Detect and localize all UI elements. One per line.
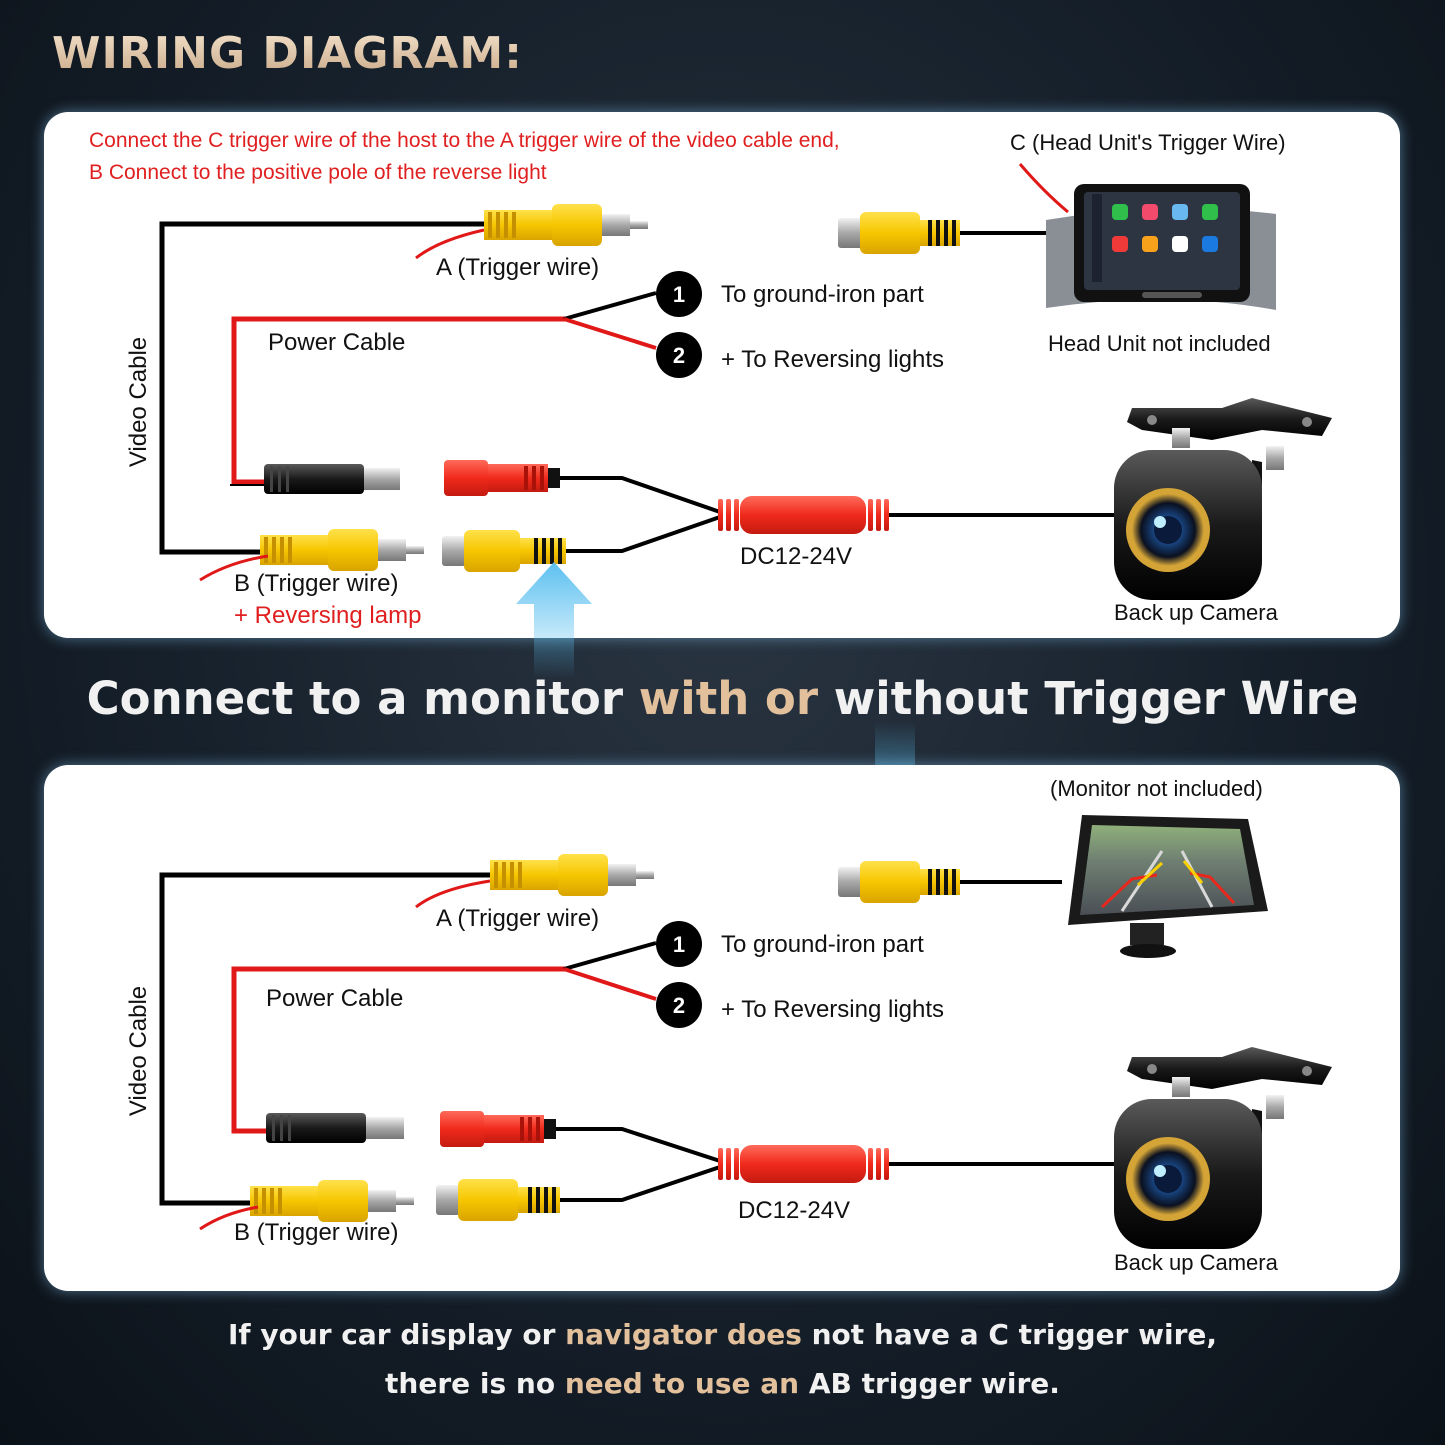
ground-badge [656, 271, 702, 317]
reverse-number: 2 [673, 343, 685, 368]
voltage-label: DC12-24V [740, 543, 852, 570]
c-trigger-lead [1018, 163, 1069, 214]
reverse-number: 2 [673, 993, 685, 1018]
footer-line-1-part-1: If your car display or [227, 1318, 566, 1351]
dc-inline-box [718, 1145, 889, 1183]
b-trigger-connector [260, 529, 424, 571]
reverse-badge [656, 982, 702, 1028]
up-arrow-icon [516, 562, 592, 678]
wiring-panel-trigger: Connect the C trigger wire of the host t… [44, 112, 1400, 638]
connection-title-part-2: with or [638, 672, 834, 725]
wiring-diagram-bottom: Video Cable A (Trigger wire) Power Cable… [125, 776, 1332, 1275]
b-trigger-label: B (Trigger wire) [234, 1219, 398, 1246]
ground-badge [656, 921, 702, 967]
connection-title-part-3: without Trigger Wire [833, 672, 1359, 725]
reverse-badge [656, 332, 702, 378]
a-trigger-connector [484, 204, 648, 246]
a-trigger-lead [415, 228, 485, 260]
video-cable-label: Video Cable [125, 986, 152, 1116]
monitor-female-connector [838, 861, 960, 903]
merge-wires [556, 1127, 721, 1202]
a-trigger-lead [415, 879, 491, 909]
power-cable-wire [230, 291, 657, 486]
wiring-diagram-top: Connect the C trigger wire of the host t… [89, 129, 1332, 629]
backup-camera [1114, 398, 1332, 600]
b-trigger-lead [199, 554, 269, 582]
backup-camera [1114, 1047, 1332, 1249]
a-trigger-connector [490, 854, 654, 896]
dc-female-socket [444, 460, 560, 496]
b-trigger-lead [199, 1205, 259, 1231]
monitor-note: (Monitor not included) [1050, 776, 1263, 801]
power-cable-wire [231, 941, 657, 1134]
head-unit-note: Head Unit not included [1048, 331, 1271, 356]
b-trigger-connector [250, 1180, 414, 1222]
monitor [1068, 815, 1268, 958]
ground-label: To ground-iron part [721, 931, 924, 958]
footer-line-2-part-1: there is no [385, 1367, 565, 1400]
camera-label: Back up Camera [1114, 600, 1279, 625]
instruction-line-2: B Connect to the positive pole of the re… [89, 161, 547, 184]
footer-line-1-part-2: navigator does [565, 1318, 812, 1351]
dc-female-socket [440, 1111, 556, 1147]
head-unit-trigger-label: C (Head Unit's Trigger Wire) [1010, 130, 1286, 155]
dc-power-plug [266, 1113, 404, 1143]
wiring-panel-monitor: Video Cable A (Trigger wire) Power Cable… [44, 765, 1400, 1291]
connection-title-part-1: Connect to a monitor [86, 672, 639, 725]
video-cable-wire [159, 221, 484, 555]
page-title: WIRING DIAGRAM: [52, 28, 523, 79]
dc-inline-box [718, 496, 889, 534]
reverse-label: + To Reversing lights [721, 996, 944, 1023]
footer-line-2-part-3: AB trigger wire. [808, 1367, 1060, 1400]
footer-line-2: there is no need to use an AB trigger wi… [0, 1367, 1445, 1400]
footer-line-1-part-3: not have a C trigger wire, [811, 1318, 1218, 1351]
a-trigger-label: A (Trigger wire) [436, 254, 599, 281]
ground-number: 1 [673, 932, 685, 957]
power-cable-label: Power Cable [266, 985, 403, 1012]
power-cable-label: Power Cable [268, 329, 405, 356]
ground-number: 1 [673, 282, 685, 307]
video-female-socket [442, 530, 566, 572]
voltage-label: DC12-24V [738, 1197, 850, 1224]
footer-line-1: If your car display or navigator does no… [0, 1318, 1445, 1351]
video-cable-wire [159, 872, 490, 1206]
footer-line-2-part-2: need to use an [564, 1367, 809, 1400]
head-unit [1046, 184, 1276, 310]
connection-title: Connect to a monitor with or without Tri… [0, 672, 1445, 725]
head-unit-female-connector [838, 212, 960, 254]
ground-label: To ground-iron part [721, 281, 924, 308]
reverse-label: + To Reversing lights [721, 346, 944, 373]
app-icons [1112, 204, 1218, 252]
video-cable-label: Video Cable [125, 337, 152, 467]
a-trigger-label: A (Trigger wire) [436, 905, 599, 932]
merge-wires [560, 476, 721, 553]
instruction-line-1: Connect the C trigger wire of the host t… [89, 129, 840, 152]
camera-label: Back up Camera [1114, 1250, 1279, 1275]
dc-power-plug [264, 464, 400, 494]
reversing-lamp-label: + Reversing lamp [234, 602, 421, 629]
video-female-socket [436, 1179, 560, 1221]
b-trigger-label: B (Trigger wire) [234, 570, 398, 597]
